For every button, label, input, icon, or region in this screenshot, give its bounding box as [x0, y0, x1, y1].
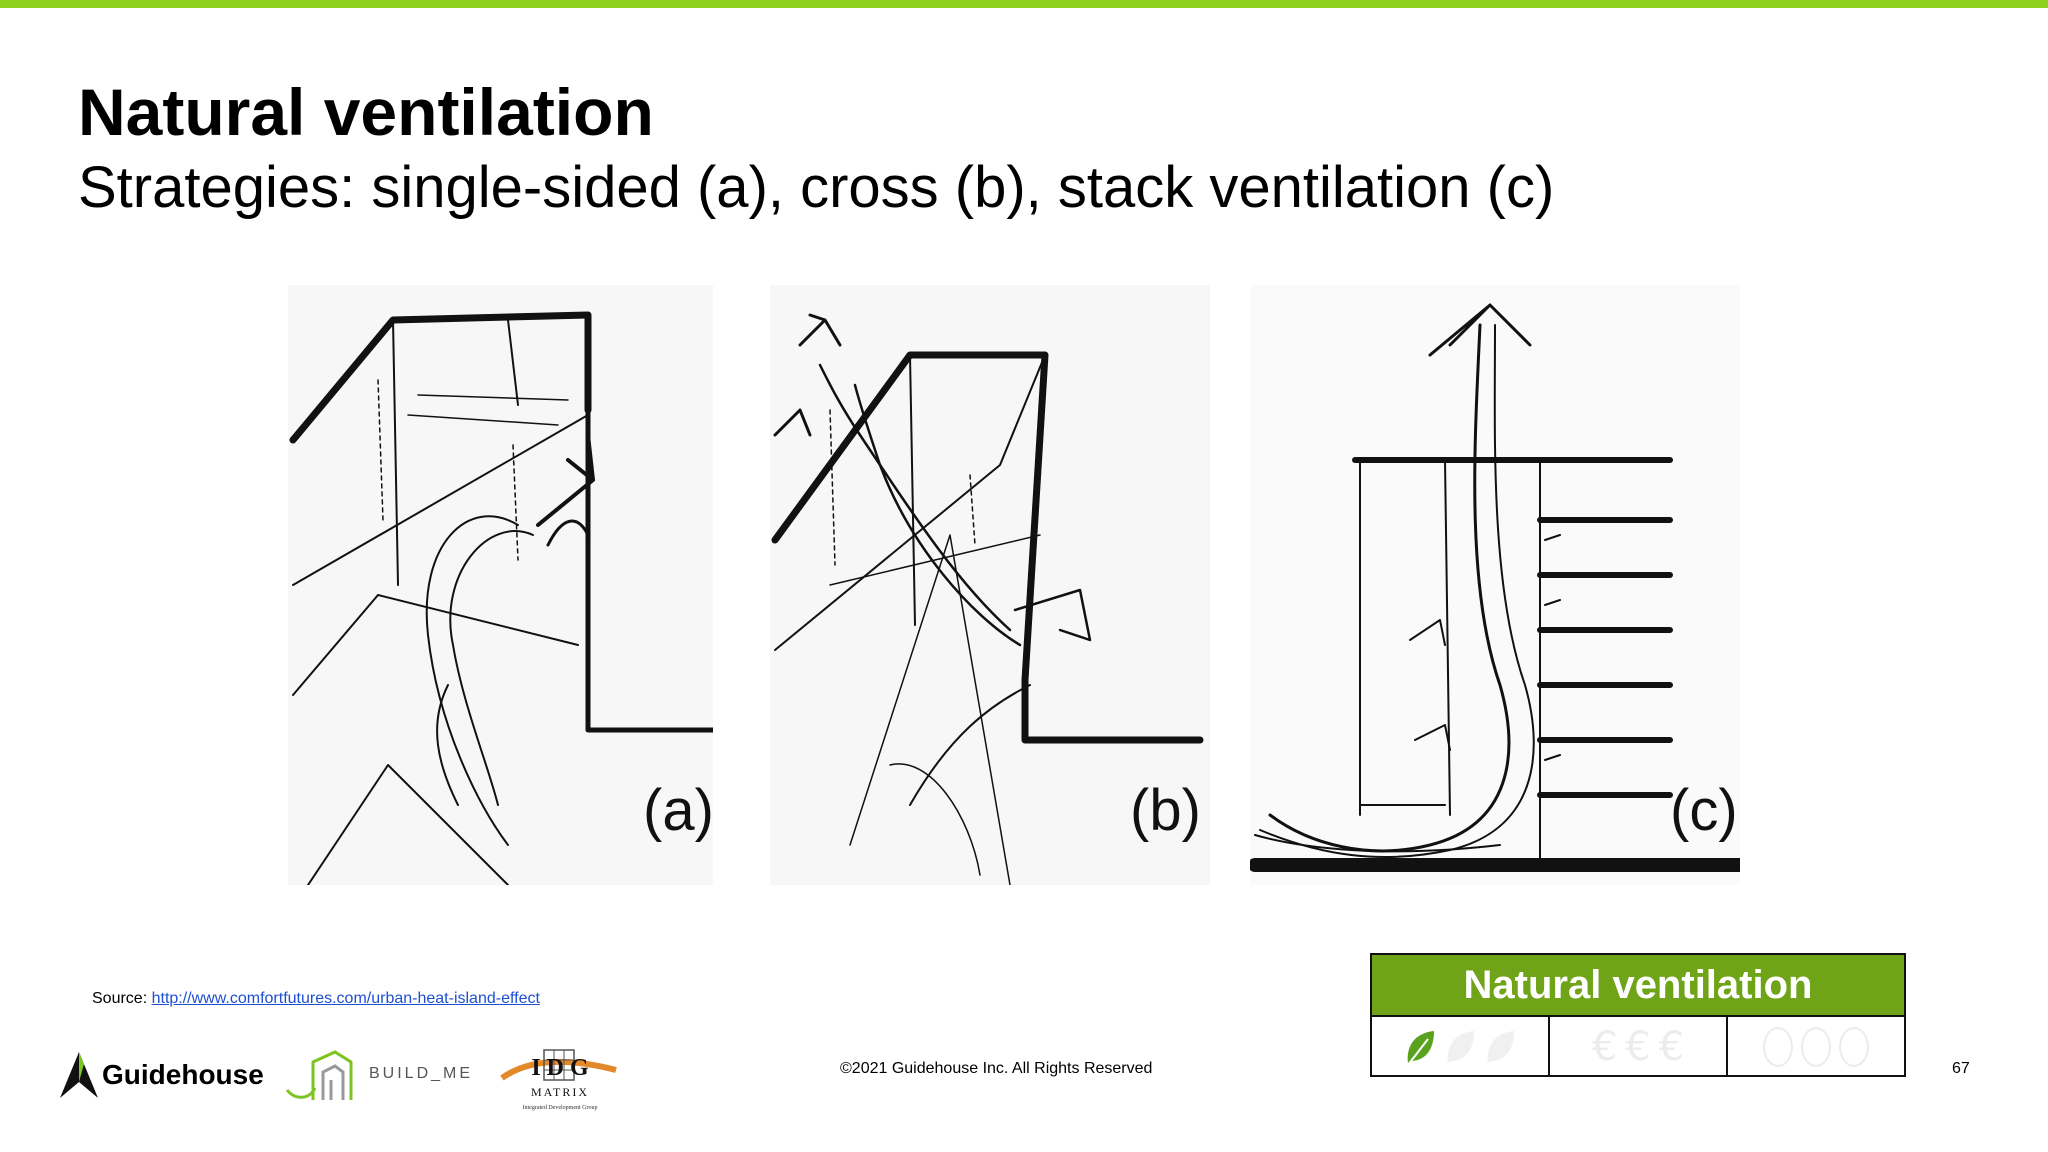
guidehouse-logo-icon	[60, 1052, 98, 1098]
rating-box: Natural ventilation € € €	[1370, 953, 1906, 1077]
leaf-icon	[1487, 1031, 1514, 1063]
guidehouse-wordmark: Guidehouse	[102, 1059, 264, 1090]
effort-rating-cell	[1728, 1017, 1904, 1077]
figure-stack: (c)	[1250, 285, 1740, 885]
idg-tagline: Integrated Development Group	[523, 1105, 598, 1111]
source-link[interactable]: http://www.comfortfutures.com/urban-heat…	[151, 990, 540, 1007]
figure-single-sided: (a)	[288, 285, 713, 885]
leaf-icon	[1447, 1031, 1474, 1063]
slide-subtitle: Strategies: single-sided (a), cross (b),…	[78, 155, 1555, 220]
figure-cross: (b)	[770, 285, 1210, 885]
cost-rating-cell: € € €	[1550, 1017, 1728, 1077]
guidehouse-logo: Guidehouse	[60, 1052, 264, 1098]
idg-letters: I D G	[531, 1055, 589, 1081]
source-citation: Source: http://www.comfortfutures.com/ur…	[92, 990, 540, 1008]
figure-a-label: (a)	[643, 778, 713, 843]
circle-icon	[1763, 1027, 1793, 1067]
build-me-logo: BUILD_ME	[285, 1040, 473, 1108]
source-prefix: Source:	[92, 990, 152, 1007]
figure-b-label: (b)	[1130, 778, 1201, 843]
leaf-icon	[1407, 1031, 1434, 1066]
euro-icon: €	[1625, 1024, 1651, 1070]
figure-c-label: (c)	[1670, 778, 1738, 843]
sustainability-rating-cell	[1372, 1017, 1550, 1077]
top-accent-bar	[0, 0, 2048, 8]
idg-matrix-logo: I D G MATRIX Integrated Development Grou…	[500, 1048, 620, 1112]
euro-icon: €	[1658, 1024, 1685, 1070]
euro-icon: €	[1591, 1024, 1618, 1070]
slide-title: Natural ventilation	[78, 75, 654, 149]
build-me-logo-icon	[285, 1050, 353, 1100]
circle-icon	[1839, 1027, 1869, 1067]
idg-word: MATRIX	[531, 1085, 589, 1099]
circle-icon	[1801, 1027, 1831, 1067]
build-me-wordmark: BUILD_ME	[369, 1065, 474, 1082]
copyright-notice: ©2021 Guidehouse Inc. All Rights Reserve…	[840, 1060, 1153, 1077]
page-number: 67	[1952, 1060, 1970, 1077]
rating-header: Natural ventilation	[1372, 955, 1904, 1017]
